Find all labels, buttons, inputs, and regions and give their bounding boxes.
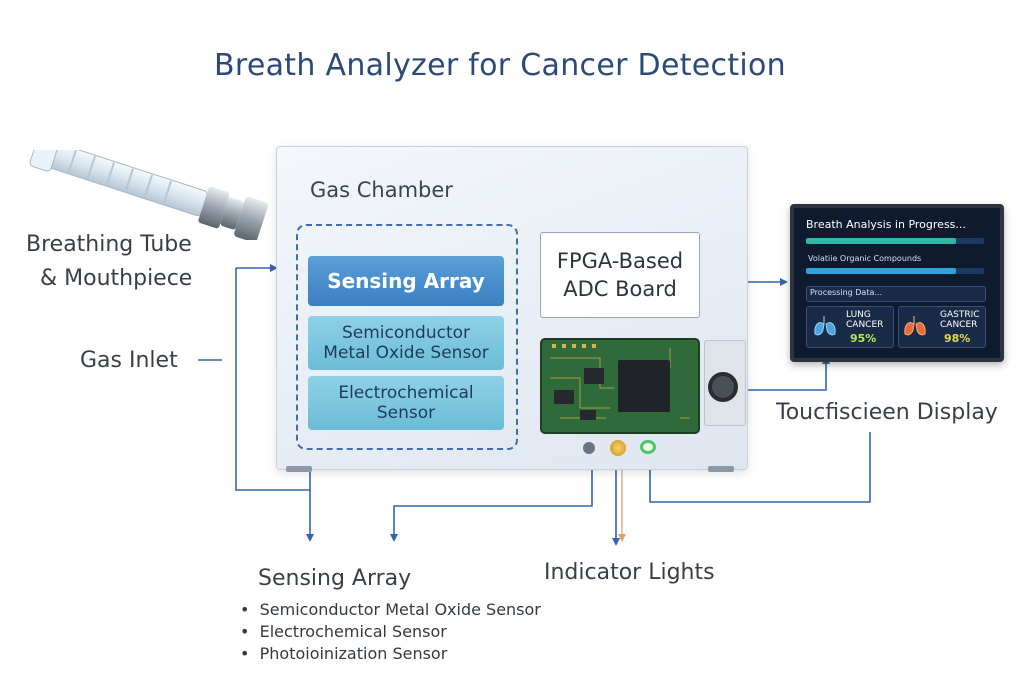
indicator-led-green	[640, 440, 656, 454]
stomach-icon	[904, 316, 926, 336]
breathing-tube-illustration	[29, 150, 268, 240]
sensor-list-item-text: Photoioinization Sensor	[259, 644, 448, 663]
touch-leader	[649, 432, 871, 503]
sensor-list-item: • Photoioinization Sensor	[240, 644, 448, 663]
sensor-list-item-text: Semiconductor Metal Oxide Sensor	[259, 600, 541, 619]
screen-voc-label: Volatiie Organic Compounds	[808, 254, 922, 263]
fpga-line1: FPGA-Based	[556, 249, 684, 273]
lung-percentage: 95%	[850, 332, 877, 345]
indicator-led-amber	[610, 440, 626, 456]
fpga-line2: ADC Board	[563, 277, 677, 301]
gastric-line1: GASTRIC	[940, 310, 980, 320]
lungs-icon	[814, 316, 836, 336]
sensor-list-item-text: Electrochemical Sensor	[259, 622, 447, 641]
device-foot-right	[708, 466, 734, 472]
sensor-list-item: • Electrochemical Sensor	[240, 622, 447, 641]
fan-to-screen-arrow	[742, 356, 830, 391]
fpga-chip-icon	[618, 360, 670, 412]
gas-inlet-label: Gas Inlet	[80, 348, 178, 373]
sensing-array-header: Sensing Array	[308, 256, 504, 306]
semiconductor-line2: Metal Oxide Sensor	[323, 343, 489, 363]
screen-progress-fill	[806, 238, 956, 244]
device-foot-left	[286, 466, 312, 472]
circuit-traces	[550, 344, 690, 420]
sensing-array-group	[296, 224, 518, 450]
electrochemical-line2: Sensor	[376, 403, 436, 423]
electrochemical-line1: Electrochemical	[338, 383, 474, 403]
lung-cancer-label: LUNG CANCER	[846, 310, 883, 330]
gastric-percentage: 98%	[944, 332, 971, 345]
screen-voc-fill	[806, 268, 956, 274]
led-to-array-arrow	[390, 460, 593, 542]
fpga-adc-board: FPGA-Based ADC Board	[540, 232, 700, 318]
screen-processing-row	[806, 286, 986, 302]
fan-icon	[708, 372, 738, 402]
screen-title: Breath Analysis in Progress...	[806, 218, 966, 231]
breathing-tube-label-line2: & Mouthpiece	[40, 266, 193, 291]
diagram-title: Breath Analyzer for Cancer Detection	[214, 48, 786, 83]
screen-processing-label: Processing Data...	[810, 288, 882, 297]
semiconductor-sensor-box: Semiconductor Metal Oxide Sensor	[308, 316, 504, 370]
gastric-cancer-label: GASTRIC CANCER	[940, 310, 980, 330]
electrochemical-sensor-box: Electrochemical Sensor	[308, 376, 504, 430]
indicator-lights-label: Indicator Lights	[544, 560, 715, 585]
breathing-tube-label-line1: Breathing Tube	[26, 232, 192, 257]
sensor-list-item: • Semiconductor Metal Oxide Sensor	[240, 600, 541, 619]
gas-chamber-label: Gas Chamber	[310, 178, 453, 202]
lung-line2: CANCER	[846, 320, 884, 330]
sensor-list: • Semiconductor Metal Oxide Sensor • Ele…	[240, 600, 541, 663]
indicator-led-gray	[583, 442, 595, 454]
sensing-array-bottom-label: Sensing Array	[258, 566, 412, 591]
lung-line1: LUNG	[846, 310, 871, 320]
gastric-line2: CANCER	[940, 320, 978, 330]
semiconductor-line1: Semiconductor	[341, 323, 471, 343]
touchscreen-label: Toucfiscieen Display	[776, 400, 998, 425]
